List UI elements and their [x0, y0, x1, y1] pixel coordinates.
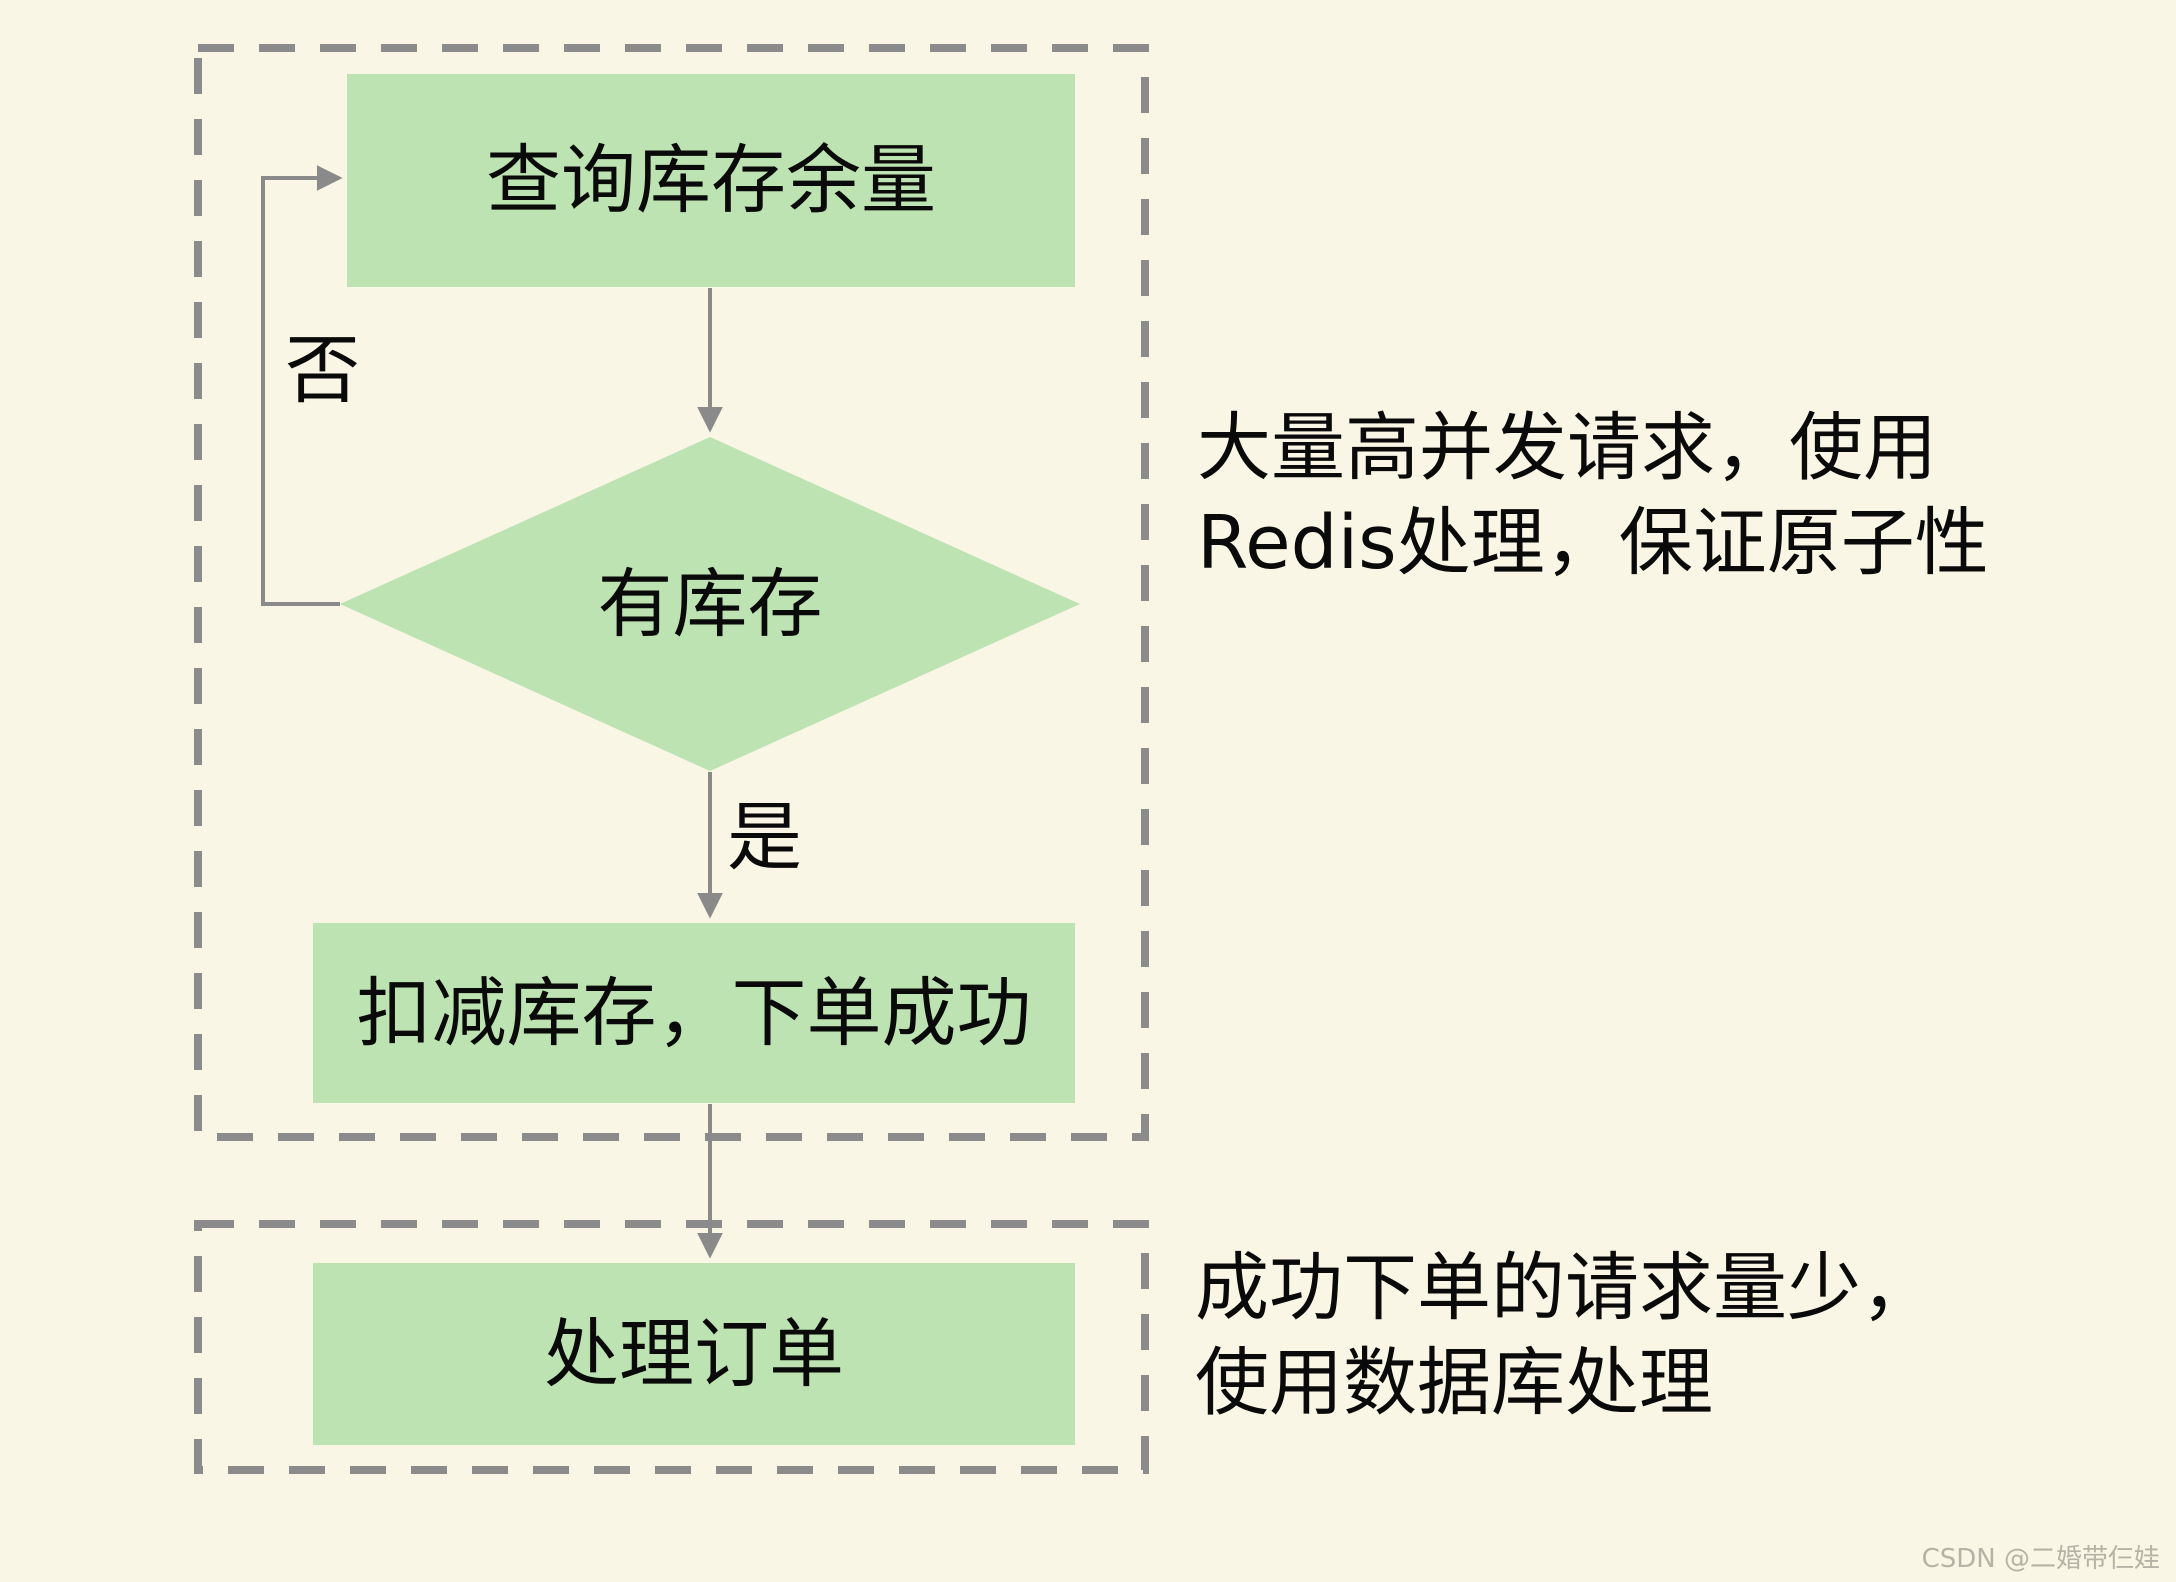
decision-diamond-shape [340, 437, 1080, 771]
node-deduct-stock: 扣减库存，下单成功 [313, 923, 1075, 1103]
csdn-watermark: CSDN @二婚带仨娃 [1921, 1544, 2160, 1574]
node-process-order: 处理订单 [313, 1263, 1075, 1445]
annotation-redis-line1: 大量高并发请求，使用 [1197, 405, 1937, 491]
annotation-redis-phase: 大量高并发请求，使用 Redis处理，保证原子性 [1197, 401, 1989, 591]
node-decision-has-stock: 有库存 [340, 563, 1080, 645]
edge-label-no: 否 [285, 326, 361, 414]
edge-label-yes: 是 [727, 793, 803, 881]
phase1-dashed-container [194, 44, 1149, 1141]
annotation-db-line1: 成功下单的请求量少， [1195, 1245, 1935, 1331]
annotation-database-phase: 成功下单的请求量少， 使用数据库处理 [1195, 1241, 1935, 1431]
node-query-stock-label: 查询库存余量 [485, 136, 936, 224]
edge-decision-no-loop [261, 165, 343, 606]
node-deduct-stock-label: 扣减库存，下单成功 [356, 968, 1032, 1057]
annotation-db-line2: 使用数据库处理 [1195, 1340, 1713, 1426]
annotation-redis-line2: Redis处理，保证原子性 [1197, 500, 1989, 586]
node-process-order-label: 处理订单 [543, 1309, 844, 1398]
node-query-stock: 查询库存余量 [347, 74, 1075, 287]
node-decision-label: 有库存 [597, 560, 823, 648]
phase2-dashed-container [194, 1220, 1149, 1474]
